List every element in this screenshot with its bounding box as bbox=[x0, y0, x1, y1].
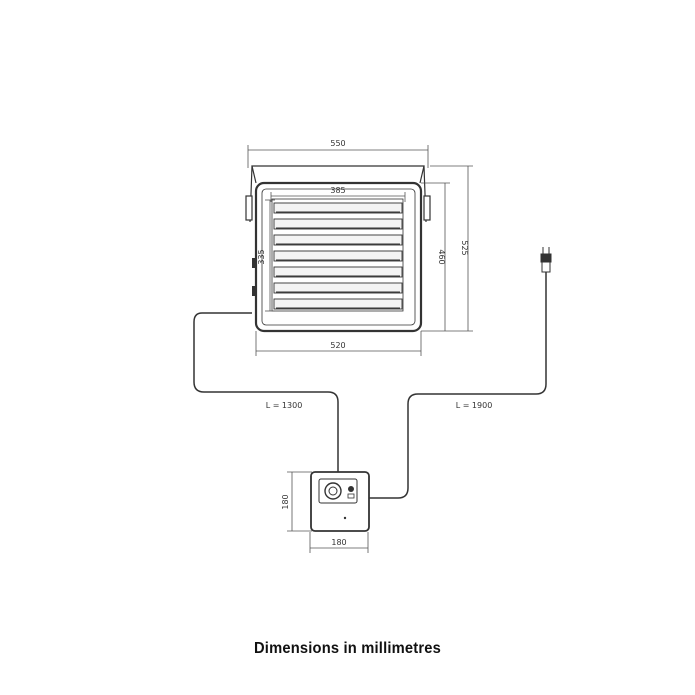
dim-body-height: 460 bbox=[437, 249, 446, 264]
dim-body-width: 520 bbox=[330, 341, 345, 350]
dim-control-height: 180 bbox=[281, 494, 290, 509]
dim-louver-width: 385 bbox=[330, 186, 345, 195]
dim-control-width: 180 bbox=[331, 538, 346, 547]
mounting-bracket bbox=[245, 165, 431, 223]
dimension-lines bbox=[247, 145, 473, 553]
louver-grille bbox=[271, 198, 404, 312]
heater-cable bbox=[193, 312, 339, 472]
cable-length-supply: L = 1900 bbox=[456, 401, 493, 410]
cables bbox=[193, 272, 547, 499]
supply-cable bbox=[368, 272, 547, 499]
control-knob-icon bbox=[324, 482, 342, 500]
dim-louver-height: 335 bbox=[257, 249, 266, 264]
plug-icon bbox=[540, 247, 552, 273]
dim-bracket-width: 550 bbox=[330, 139, 345, 148]
caption: Dimensions in millimetres bbox=[253, 640, 442, 657]
dim-overall-height: 525 bbox=[460, 240, 469, 255]
indicator-light-icon bbox=[348, 486, 354, 492]
control-box bbox=[310, 471, 370, 532]
cable-length-heater: L = 1300 bbox=[266, 401, 303, 410]
